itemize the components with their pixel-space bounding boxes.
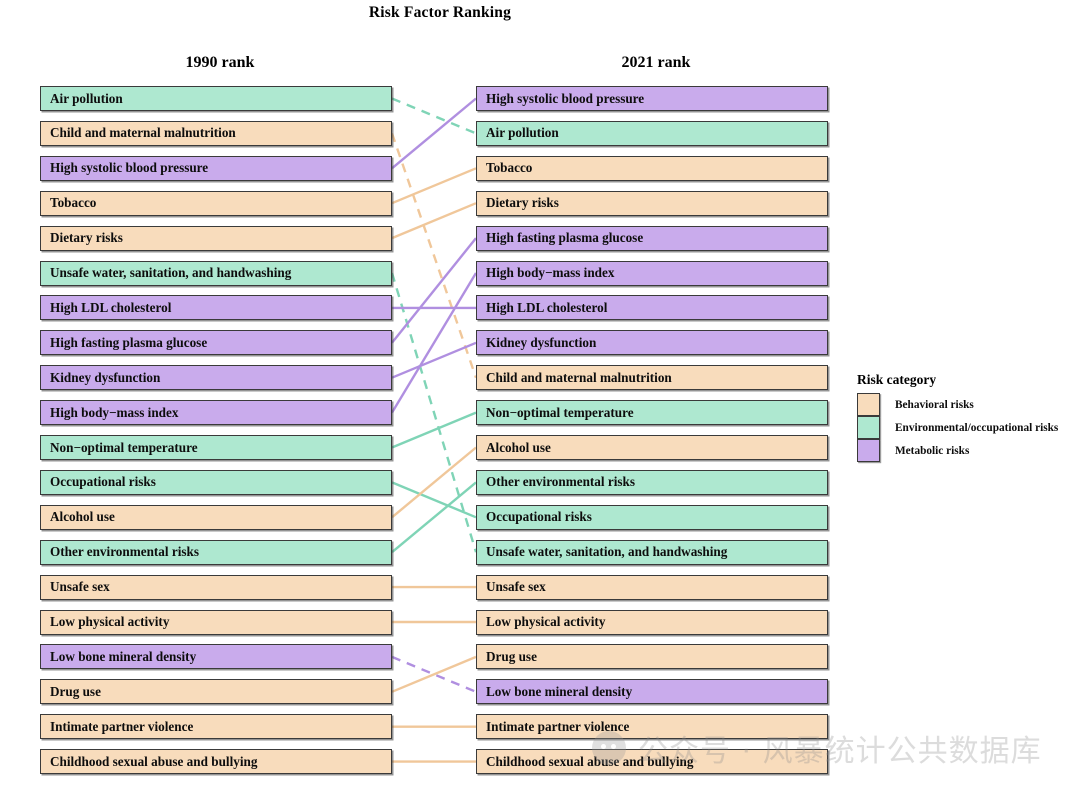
rank-link	[391, 97, 477, 170]
legend-label: Metabolic risks	[895, 444, 970, 457]
rank-link	[390, 272, 478, 553]
legend-item[interactable]: Behavioral risks	[857, 393, 1069, 416]
rank-box[interactable]: Kidney dysfunction	[476, 330, 828, 356]
rank-box[interactable]: Occupational risks	[40, 469, 392, 495]
rank-box[interactable]: Childhood sexual abuse and bullying	[40, 749, 392, 775]
rank-link	[391, 655, 477, 693]
rank-box[interactable]: Dietary risks	[476, 190, 828, 216]
rank-box[interactable]: High body−mass index	[40, 400, 392, 426]
rank-box[interactable]: Kidney dysfunction	[40, 365, 392, 391]
legend-swatch-environmental	[857, 416, 880, 439]
rank-box[interactable]: Low physical activity	[40, 609, 392, 635]
legend-label: Environmental/occupational risks	[895, 421, 1059, 434]
rank-box[interactable]: Low bone mineral density	[40, 644, 392, 670]
rank-box[interactable]: High LDL cholesterol	[476, 295, 828, 321]
rank-box[interactable]: Other environmental risks	[476, 469, 828, 495]
rank-box[interactable]: Dietary risks	[40, 225, 392, 251]
rank-box[interactable]: Air pollution	[476, 120, 828, 146]
rank-link	[390, 272, 478, 414]
rank-box[interactable]: Drug use	[476, 644, 828, 670]
rank-box[interactable]: Low bone mineral density	[476, 679, 828, 705]
rank-link	[391, 411, 477, 449]
rank-box[interactable]: Child and maternal malnutrition	[40, 120, 392, 146]
rank-link	[391, 237, 477, 344]
legend-label: Behavioral risks	[895, 398, 974, 411]
rank-box[interactable]: Low physical activity	[476, 609, 828, 635]
legend-swatch-behavioral	[857, 393, 880, 416]
page-title: Risk Factor Ranking	[368, 4, 512, 21]
rank-box[interactable]: Unsafe water, sanitation, and handwashin…	[476, 539, 828, 565]
legend-item[interactable]: Environmental/occupational risks	[857, 416, 1069, 439]
rank-link	[390, 133, 478, 379]
rank-link	[391, 167, 477, 205]
rank-box[interactable]: Non−optimal temperature	[476, 400, 828, 426]
rank-box[interactable]: High systolic blood pressure	[476, 86, 828, 111]
rank-box[interactable]: Intimate partner violence	[40, 714, 392, 740]
rank-box[interactable]: High systolic blood pressure	[40, 155, 392, 181]
rank-box[interactable]: High body−mass index	[476, 260, 828, 286]
rank-link	[391, 655, 477, 693]
rank-box[interactable]: Childhood sexual abuse and bullying	[476, 749, 828, 775]
rank-box[interactable]: Drug use	[40, 679, 392, 705]
rank-box[interactable]: Unsafe sex	[40, 574, 392, 600]
rank-box[interactable]: High fasting plasma glucose	[476, 225, 828, 251]
rank-box[interactable]: Other environmental risks	[40, 539, 392, 565]
rank-link	[391, 446, 477, 519]
rank-box[interactable]: Tobacco	[476, 155, 828, 181]
legend-item[interactable]: Metabolic risks	[857, 439, 1069, 462]
rank-box[interactable]: Alcohol use	[40, 504, 392, 530]
rank-box[interactable]: Child and maternal malnutrition	[476, 365, 828, 391]
legend-swatch-metabolic	[857, 439, 880, 462]
rank-box[interactable]: High LDL cholesterol	[40, 295, 392, 321]
rank-box[interactable]: Occupational risks	[476, 504, 828, 530]
column-header-1990: 1990 rank	[185, 54, 255, 71]
rank-box[interactable]: Tobacco	[40, 190, 392, 216]
rank-box[interactable]: Unsafe sex	[476, 574, 828, 600]
column-header-2021: 2021 rank	[621, 54, 691, 71]
rank-box[interactable]: Non−optimal temperature	[40, 435, 392, 460]
rank-box[interactable]: Unsafe water, sanitation, and handwashin…	[40, 260, 392, 286]
legend-title: Risk category	[857, 372, 937, 387]
rank-link	[391, 481, 477, 519]
rank-link	[391, 97, 477, 135]
rank-box[interactable]: High fasting plasma glucose	[40, 330, 392, 356]
rank-box[interactable]: Alcohol use	[476, 435, 828, 460]
rank-box[interactable]: Intimate partner violence	[476, 714, 828, 740]
rank-link	[391, 341, 477, 379]
rank-link	[391, 202, 477, 240]
rank-link	[391, 481, 477, 554]
rank-box[interactable]: Air pollution	[40, 86, 392, 111]
